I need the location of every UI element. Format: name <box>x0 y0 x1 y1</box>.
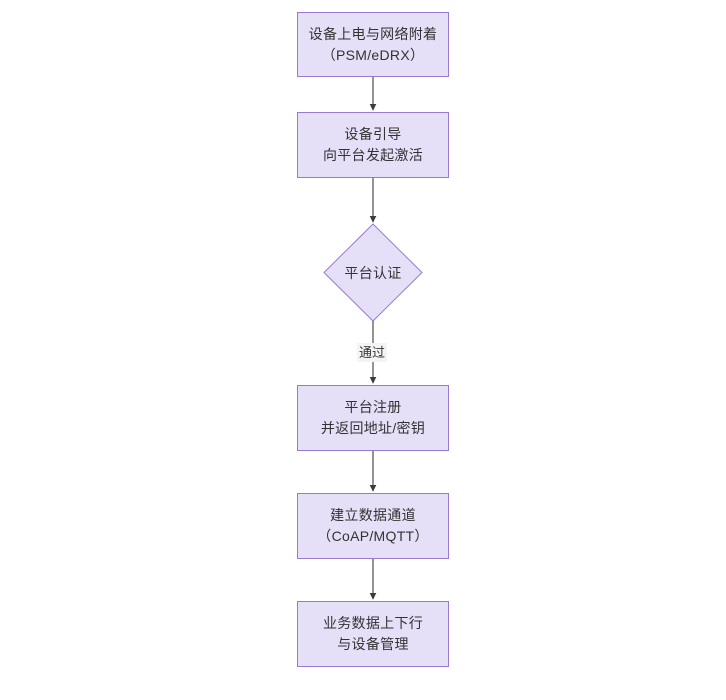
node-label-line1: 设备上电与网络附着 <box>308 25 438 42</box>
node-label-line1: 建立数据通道 <box>330 507 416 523</box>
edge-label-pass: 通过 <box>357 343 388 362</box>
node-label-line2: 向平台发起激活 <box>322 147 424 163</box>
node-platform-registration[interactable]: 平台注册 并返回地址/密钥 <box>297 385 449 451</box>
node-label-line1: 业务数据上下行 <box>322 615 424 631</box>
node-establish-data-channel[interactable]: 建立数据通道 （CoAP/MQTT） <box>297 493 449 559</box>
node-label-line1: 设备引导 <box>344 126 402 142</box>
node-label-line2: （PSM/eDRX） <box>321 46 425 63</box>
node-label-line1: 平台注册 <box>344 399 402 415</box>
node-platform-authentication[interactable]: 平台认证 <box>324 224 422 321</box>
node-device-bootstrap[interactable]: 设备引导 向平台发起激活 <box>297 112 449 178</box>
node-business-data-and-device-management[interactable]: 业务数据上下行 与设备管理 <box>297 601 449 667</box>
node-label-line2: （CoAP/MQTT） <box>317 528 429 544</box>
decision-label: 平台认证 <box>344 264 402 281</box>
node-label-line2: 并返回地址/密钥 <box>320 420 426 436</box>
node-label-line2: 与设备管理 <box>337 636 409 652</box>
node-device-power-on[interactable]: 设备上电与网络附着 （PSM/eDRX） <box>297 12 449 77</box>
